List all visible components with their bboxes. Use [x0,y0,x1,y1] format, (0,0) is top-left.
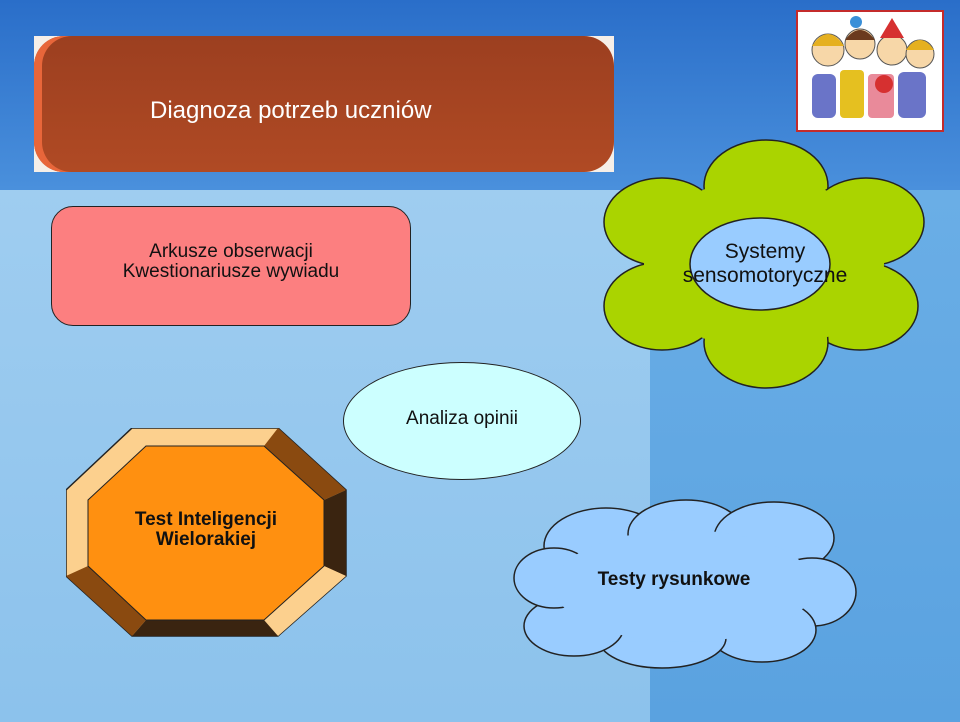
node-observation-box: Arkusze obserwacji Kwestionariusze wywia… [51,206,411,326]
drawing-label: Testy rysunkowe [597,569,751,590]
title-frame: Diagnoza potrzeb uczniów [34,36,614,172]
intelligence-label: Test Inteligencji Wielorakiej [90,510,322,550]
intelligence-line-1: Test Inteligencji [134,509,278,530]
sensorimotor-line-1: Systemy [724,240,806,263]
sensorimotor-label: Systemy sensomotoryczne [612,240,918,288]
node-intelligence-octagon [66,428,347,637]
observation-line-2: Kwestionariusze wywiadu [122,261,340,282]
sensorimotor-line-2: sensomotoryczne [682,264,848,287]
opinion-label: Analiza opinii [406,408,518,429]
logo-illustration [798,12,942,130]
slide-title: Diagnoza potrzeb uczniów [150,97,432,124]
observation-line-1: Arkusze obserwacji [149,241,313,262]
node-sensorimotor-flower [603,139,925,389]
kids-logo-icon [796,10,944,132]
node-drawing-cloud [513,499,857,669]
title-box [34,36,614,172]
node-opinion-ellipse: Analiza opinii [343,362,581,480]
intelligence-line-2: Wielorakiej [155,529,257,550]
